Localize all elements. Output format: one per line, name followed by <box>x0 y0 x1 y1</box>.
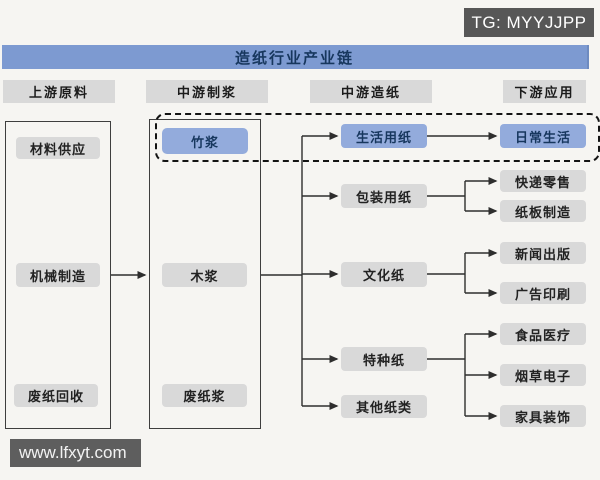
node-cultural-paper: 文化纸 <box>341 262 427 287</box>
pulping-container-box <box>149 119 261 429</box>
node-paperboard-manufacturing: 纸板制造 <box>500 200 586 222</box>
node-food-medical: 食品医疗 <box>500 323 586 345</box>
node-express-retail: 快递零售 <box>500 170 586 192</box>
node-daily-life: 日常生活 <box>500 124 586 148</box>
node-machinery-manufacturing: 机械制造 <box>16 263 100 287</box>
node-advertising-printing: 广告印刷 <box>500 282 586 304</box>
node-packaging-paper: 包装用纸 <box>341 184 427 208</box>
node-wood-pulp: 木浆 <box>162 263 247 287</box>
node-household-paper: 生活用纸 <box>341 124 427 148</box>
node-furniture-decoration: 家具装饰 <box>500 405 586 427</box>
site-watermark: www.lfxyt.com <box>10 439 141 467</box>
node-specialty-paper: 特种纸 <box>341 347 427 371</box>
node-tobacco-electronics: 烟草电子 <box>500 364 586 386</box>
node-material-supply: 材料供应 <box>16 137 100 159</box>
upstream-container-box <box>5 121 111 429</box>
header-downstream-applications: 下游应用 <box>503 80 586 103</box>
node-waste-paper-pulp: 废纸浆 <box>162 384 247 407</box>
header-midstream-papermaking: 中游造纸 <box>310 80 432 103</box>
node-waste-paper-recycling: 废纸回收 <box>14 384 98 407</box>
header-midstream-pulping: 中游制浆 <box>146 80 268 103</box>
node-news-publishing: 新闻出版 <box>500 242 586 264</box>
node-bamboo-pulp: 竹浆 <box>162 128 248 154</box>
tg-channel-badge: TG: MYYJJPP <box>464 8 594 37</box>
diagram-title: 造纸行业产业链 <box>2 45 589 69</box>
node-other-paper-types: 其他纸类 <box>341 395 427 418</box>
header-upstream-materials: 上游原料 <box>3 80 115 103</box>
